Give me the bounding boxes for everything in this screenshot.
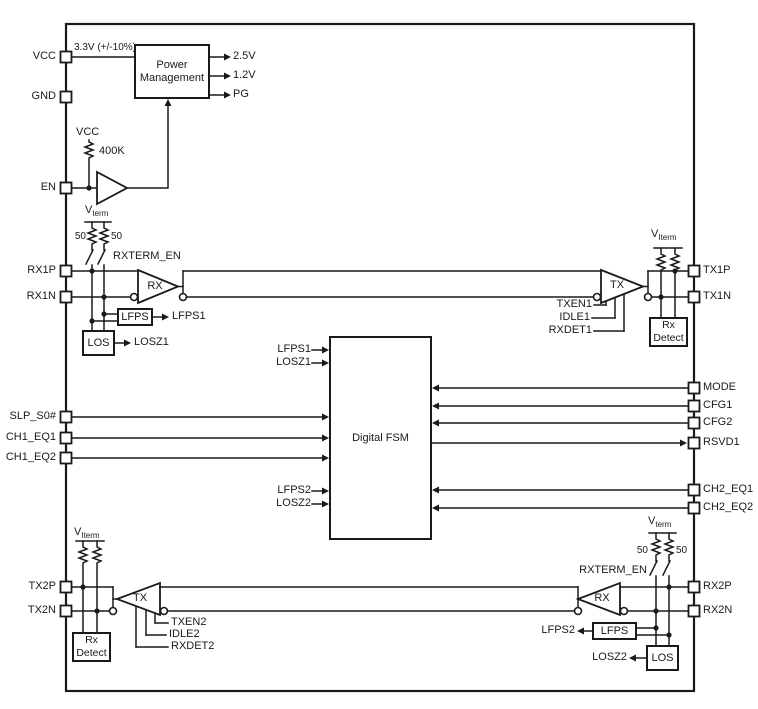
ch2-los-out-label: LOSZ2: [592, 651, 627, 663]
ch1-tx-amp-label: TX: [609, 279, 625, 291]
pin-label-slp-s0: SLP_S0#: [9, 410, 56, 422]
ch1-viterm-label: VIterm: [651, 228, 677, 243]
power-wires: [71, 53, 231, 99]
ch1-lfps-block: LFPS: [117, 308, 153, 326]
pin-label-tx2p: TX2P: [28, 580, 56, 592]
ch2-idle-label: IDLE2: [169, 628, 200, 640]
ch1-channel: [71, 268, 689, 332]
digital-fsm-label: Digital FSM: [352, 431, 409, 444]
pin-label-tx1n: TX1N: [703, 290, 732, 302]
pin-label-rx1p: RX1P: [27, 264, 56, 276]
fsm-in-losz2-label: LOSZ2: [276, 497, 311, 509]
en-pullup-value-label: 400K: [99, 145, 125, 157]
digital-fsm-block: Digital FSM: [329, 336, 432, 540]
ch2-tx-amp-label: TX: [132, 592, 148, 604]
ch2-r50-left-label: 50: [636, 545, 648, 556]
ch2-rx-detect-line2: Detect: [76, 647, 107, 659]
power-management-label: Power Management: [139, 58, 205, 84]
ch1-lfps-label: LFPS: [121, 310, 149, 323]
ch2-rx-termination: [577, 532, 677, 662]
pin-label-rx2p: RX2P: [703, 580, 732, 592]
ch1-los-block: LOS: [82, 330, 115, 356]
fsm-wires: [71, 346, 689, 512]
ch1-r50-left-label: 50: [74, 231, 86, 242]
pin-label-ch2-eq2: CH2_EQ2: [703, 501, 754, 513]
fsm-in-lfps2-label: LFPS2: [277, 484, 311, 496]
ch1-lfps-out-label: LFPS1: [172, 310, 206, 322]
power-management-block: Power Management: [134, 44, 210, 99]
pin-label-ch2-eq1: CH2_EQ1: [703, 483, 754, 495]
ch2-r50-right-label: 50: [676, 545, 688, 556]
enable-wires: [71, 99, 172, 206]
ch1-idle-label: IDLE1: [559, 311, 590, 323]
ch2-rxdet-label: RXDET2: [171, 640, 215, 652]
ch1-rx-amp-label: RX: [147, 280, 163, 292]
pin-label-ch1-eq1: CH1_EQ1: [5, 431, 56, 443]
fsm-in-losz1-label: LOSZ1: [276, 356, 311, 368]
power-out-2v5: 2.5V: [233, 50, 256, 62]
ch2-lfps-out-label: LFPS2: [541, 624, 575, 636]
power-out-1v2: 1.2V: [233, 69, 256, 81]
chip-outline: [64, 22, 696, 693]
pin-label-mode: MODE: [703, 381, 736, 393]
ch1-rxterm-en-label: RXTERM_EN: [113, 250, 181, 262]
ch1-txen-label: TXEN1: [556, 298, 592, 310]
pin-label-rx1n: RX1N: [26, 290, 56, 302]
ch2-los-block: LOS: [646, 645, 679, 671]
en-pullup-rail-label: VCC: [76, 126, 100, 138]
ch2-channel: [71, 581, 689, 648]
pin-label-ch1-eq2: CH1_EQ2: [5, 451, 56, 463]
supply-voltage-label: 3.3V (+/-10%): [74, 42, 136, 53]
pin-label-tx1p: TX1P: [703, 264, 731, 276]
pin-label-rx2n: RX2N: [703, 604, 733, 616]
ch1-vterm-label: Vterm: [85, 204, 109, 219]
ch1-los-out-label: LOSZ1: [134, 336, 169, 348]
ch2-rx-detect-line1: Rx: [85, 634, 98, 646]
ch1-r50-right-label: 50: [111, 231, 123, 242]
ch2-vterm-label: Vterm: [648, 515, 672, 530]
ch2-viterm-label: VIterm: [74, 526, 100, 541]
pin-label-vcc: VCC: [32, 50, 56, 62]
power-out-pg: PG: [233, 88, 249, 100]
ch2-rxterm-en-label: RXTERM_EN: [579, 564, 647, 576]
ch1-rx-detect-line1: Rx: [662, 319, 675, 331]
ch2-rx-amp-label: RX: [594, 592, 610, 604]
ch2-lfps-label: LFPS: [600, 624, 629, 637]
pin-label-tx2n: TX2N: [27, 604, 56, 616]
ch1-los-label: LOS: [87, 336, 110, 349]
ch2-lfps-block: LFPS: [592, 622, 637, 640]
fsm-in-lfps1-label: LFPS1: [277, 343, 311, 355]
pin-label-gnd: GND: [31, 90, 56, 102]
ch1-rxdet-label: RXDET1: [548, 324, 592, 336]
pin-label-cfg1: CFG1: [703, 399, 733, 411]
pin-label-cfg2: CFG2: [703, 416, 733, 428]
chip-pins: [59, 50, 701, 618]
pin-label-rsvd1: RSVD1: [703, 436, 740, 448]
ch2-los-label: LOS: [651, 651, 674, 664]
ch2-txen-label: TXEN2: [171, 616, 207, 628]
ch1-rx-detect-line2: Detect: [653, 332, 684, 344]
ch1-tx-termination: [653, 247, 683, 318]
pin-label-en: EN: [40, 181, 56, 193]
